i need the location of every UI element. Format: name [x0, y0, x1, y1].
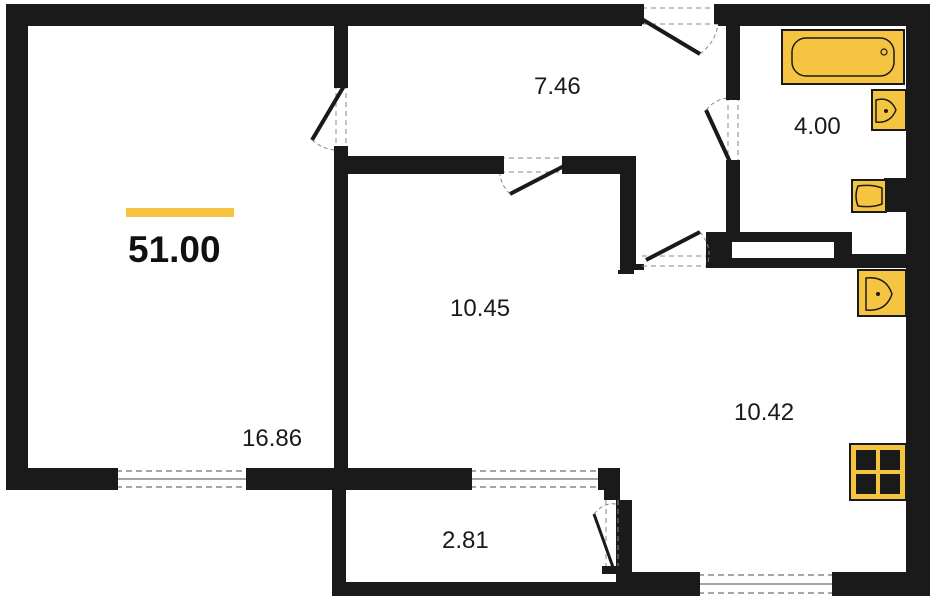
- door-icon: [636, 4, 722, 56]
- door-icon: [592, 500, 620, 574]
- wall-balcony-left: [332, 490, 346, 594]
- window-icon: [466, 468, 604, 490]
- bedroom-area: 10.45: [450, 295, 510, 322]
- door-icon: [704, 92, 740, 168]
- wall-living-hall-upper: [334, 26, 348, 84]
- windows: [112, 468, 838, 596]
- wall-bedroom-top-left: [334, 156, 500, 174]
- wall-left: [6, 4, 28, 490]
- door-icon: [642, 230, 710, 267]
- wall-balcony-bottom: [332, 582, 632, 596]
- bathroom-area: 4.00: [794, 113, 841, 140]
- window-icon: [694, 572, 838, 596]
- kitchen-opening: [620, 270, 634, 500]
- walls: [6, 4, 930, 596]
- total-area-label: 51.00: [128, 229, 221, 270]
- wall-hall-bath-upper: [726, 26, 740, 96]
- stove-icon: [849, 443, 907, 501]
- shaft-inner: [732, 242, 834, 258]
- toilet-icon: [851, 178, 906, 213]
- wall-kitchen-bottom-left: [616, 572, 698, 596]
- living-room-area: 16.86: [242, 425, 302, 452]
- window-icon: [112, 468, 252, 490]
- wall-door-jamb: [636, 264, 644, 270]
- wall-living-bottom-right: [250, 468, 470, 490]
- sink-icon: [871, 89, 907, 131]
- door-icon: [496, 156, 570, 196]
- wall-top-right: [718, 4, 930, 26]
- balcony-area: 2.81: [442, 527, 489, 554]
- wall-bedroom-top-right: [566, 156, 636, 174]
- total-area-accent-bar: [126, 208, 234, 217]
- wall-kitchen-bottom-right: [834, 572, 930, 596]
- door-icon: [310, 80, 348, 154]
- wall-top-left: [6, 4, 642, 26]
- fixtures: [781, 29, 907, 501]
- kitchen-sink-icon: [857, 269, 907, 317]
- hallway-area: 7.46: [534, 73, 581, 100]
- doors: [310, 4, 740, 574]
- wall-hall-bath-lower: [726, 164, 740, 236]
- wall-living-bottom-left: [6, 468, 116, 490]
- wall-bedroom-right-upper: [620, 156, 636, 270]
- wall-living-bedroom: [334, 150, 348, 470]
- wall-kitchen-top: [852, 254, 908, 268]
- wall-bedroom-kitchen-corner: [618, 270, 634, 274]
- kitchen-area: 10.42: [734, 399, 794, 426]
- wall-right: [906, 4, 930, 594]
- bathtub-icon: [781, 29, 905, 85]
